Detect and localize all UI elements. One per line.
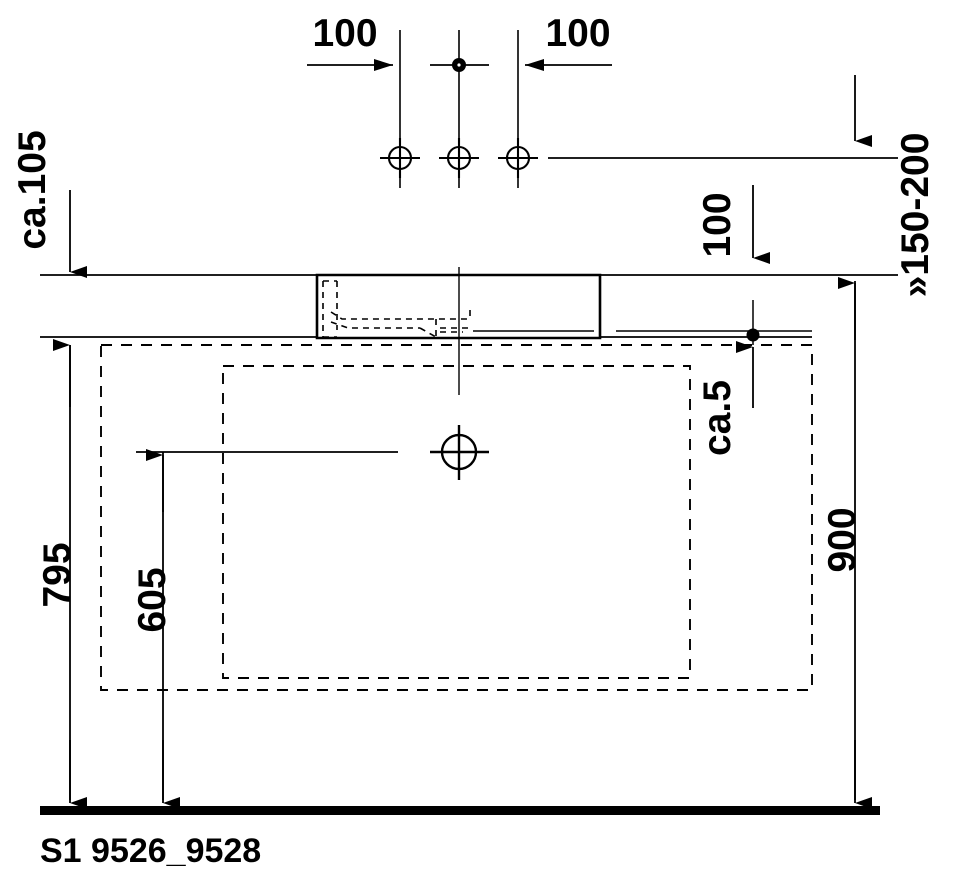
dimension-label-mirror-clearance: »150-200 <box>894 133 937 298</box>
overflow-reference-line <box>616 300 812 345</box>
tap-hole-right <box>498 138 538 178</box>
drain-outlet <box>430 425 489 480</box>
tap-center-mark <box>430 58 489 72</box>
tap-hole-left <box>380 138 420 178</box>
basin-outline <box>315 273 602 340</box>
basin-internal-detail <box>322 280 471 338</box>
dimension-label-overflow-gap: ca.5 <box>696 380 739 456</box>
worktop-reference-lines <box>40 274 898 338</box>
dimension-label-tap-right-spacing: 100 <box>545 12 610 55</box>
drawing-caption: S1 9526_9528 <box>40 832 261 870</box>
cabinet-inner-outline <box>222 365 691 679</box>
cabinet-outer-outline <box>100 344 813 691</box>
dimension-label-basin-rim-height: 795 <box>36 542 79 607</box>
dimension-label-tap-left-spacing: 100 <box>312 12 377 55</box>
tap-hole-center <box>439 138 479 178</box>
dimension-label-splash-top-height: 900 <box>821 507 864 572</box>
dimension-label-tap-hole-height: 100 <box>696 192 739 257</box>
overflow-point <box>746 328 760 342</box>
dimension-label-cabinet-height: 605 <box>131 567 174 632</box>
dimension-label-worktop-to-splash: ca.105 <box>11 130 54 249</box>
floor-line <box>40 806 880 815</box>
